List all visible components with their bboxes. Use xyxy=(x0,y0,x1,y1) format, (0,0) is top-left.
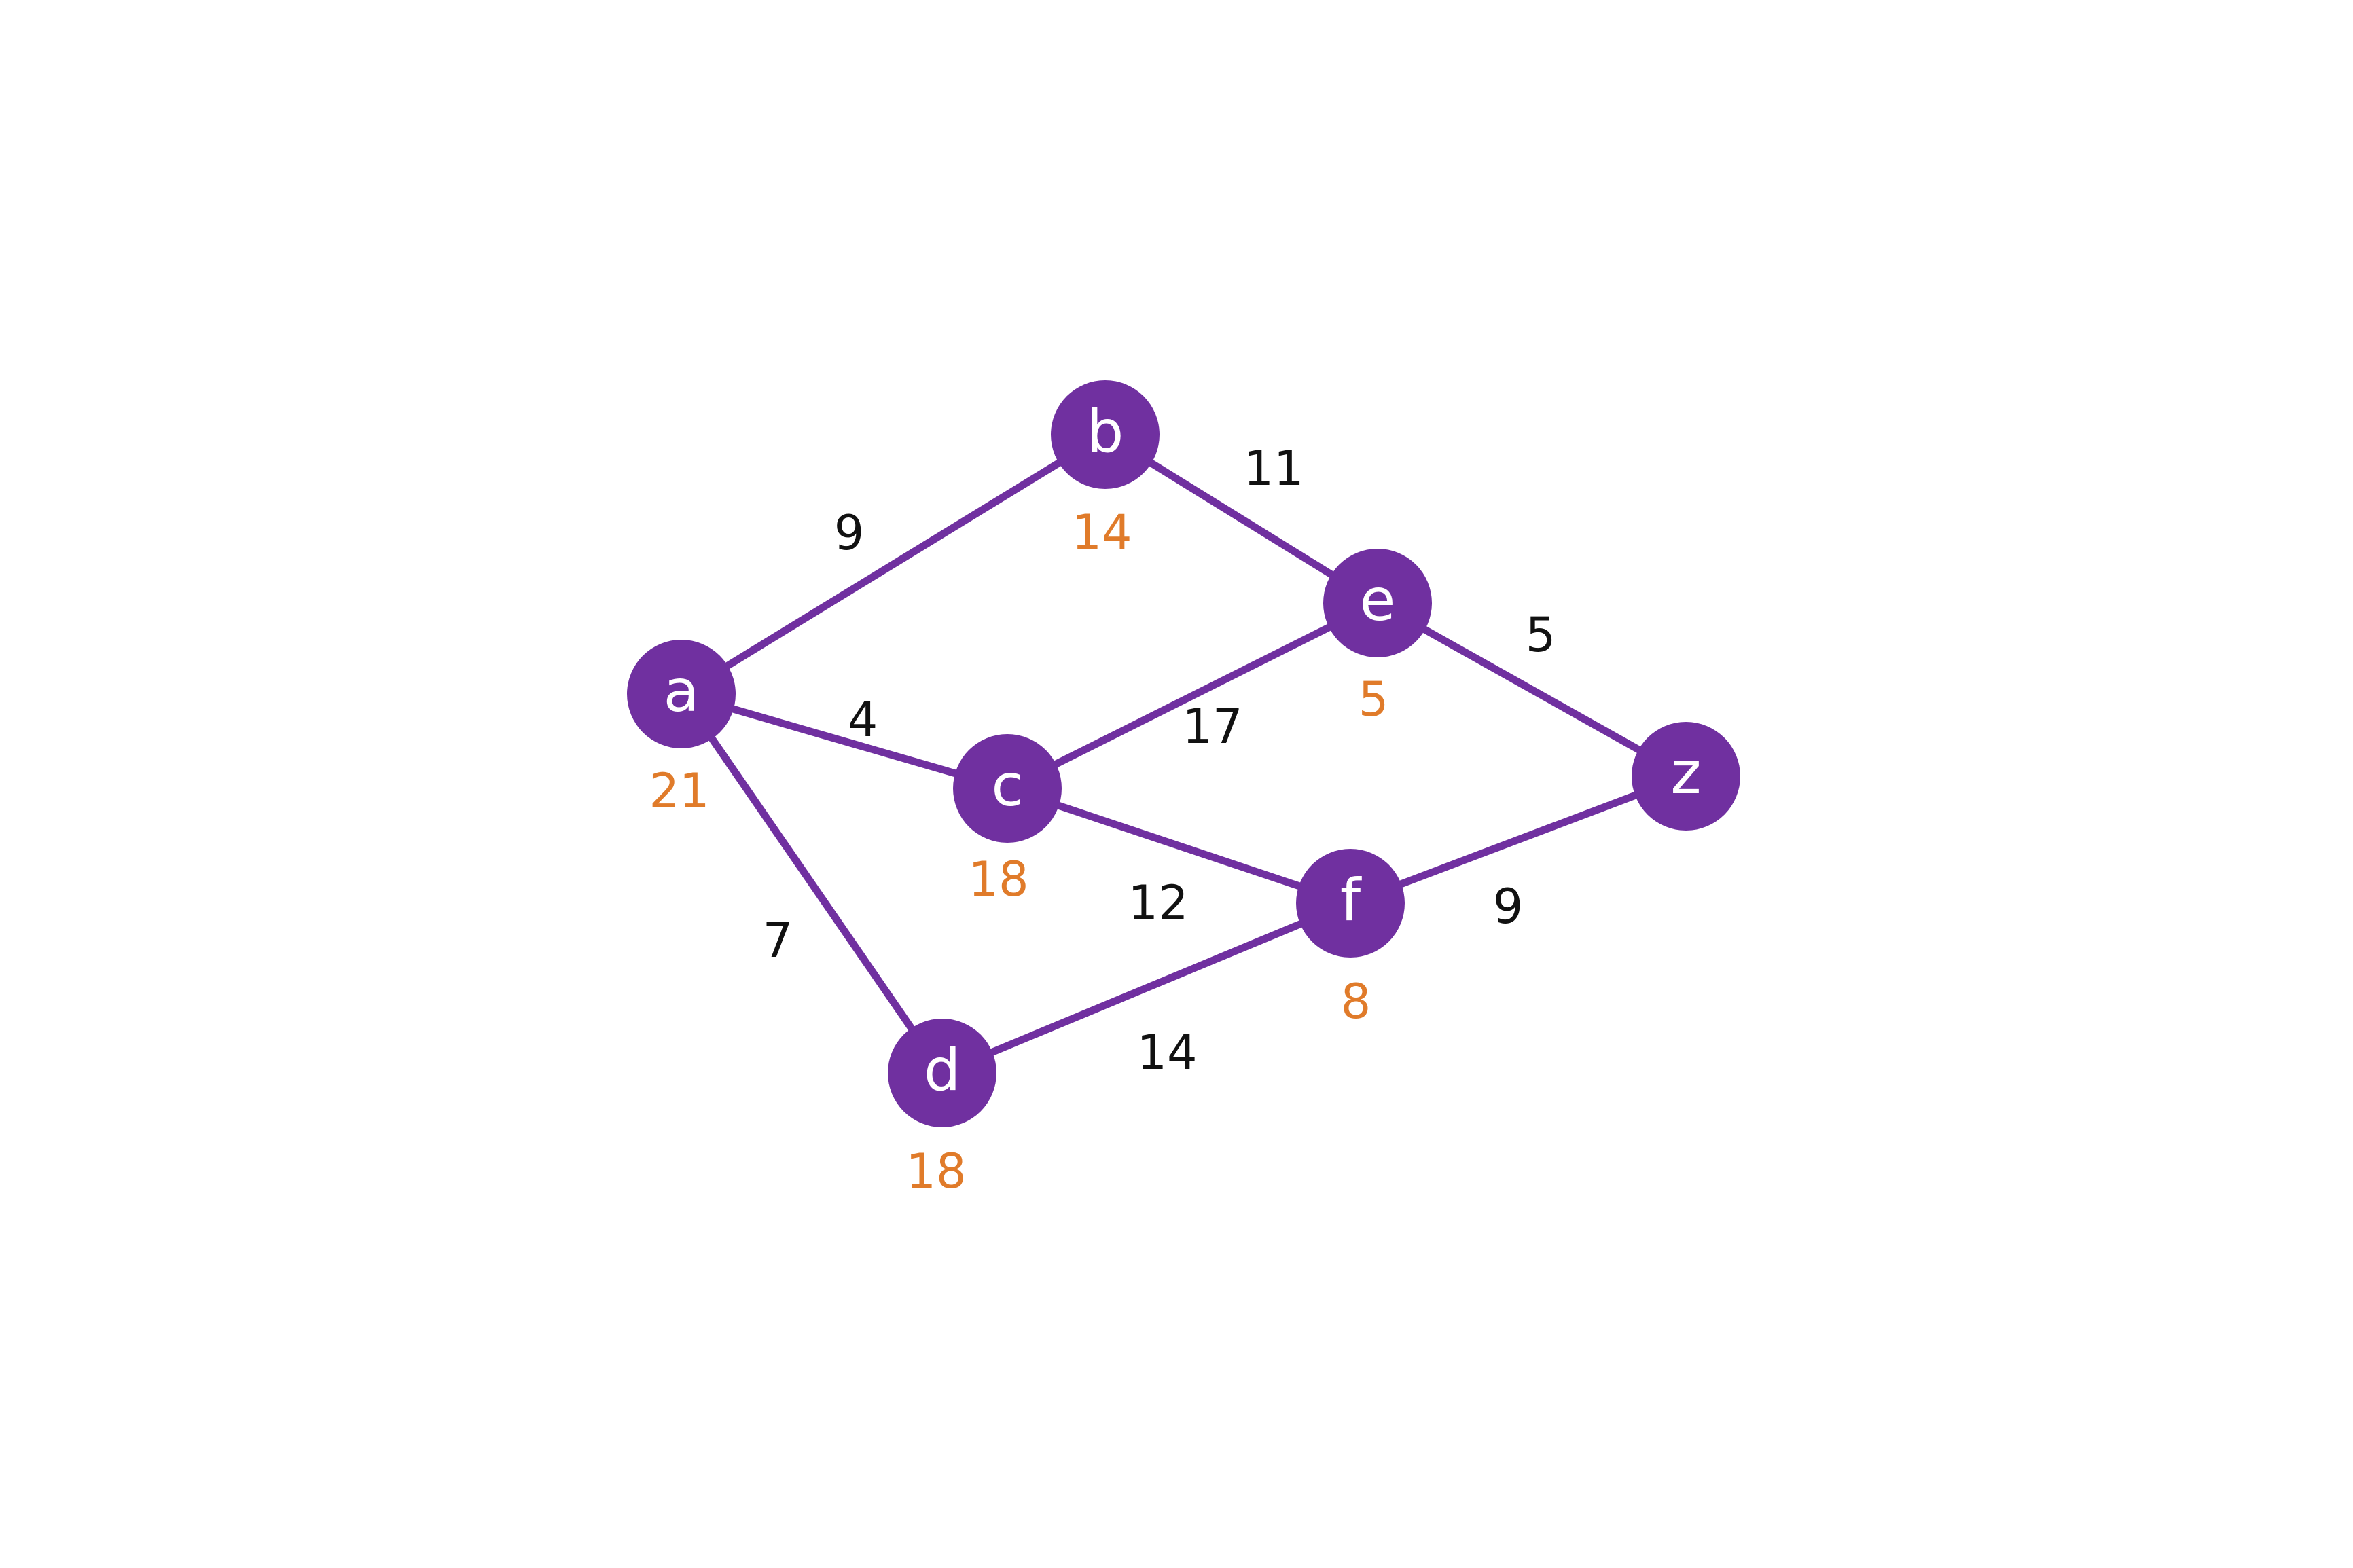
node-b: b xyxy=(1051,380,1160,489)
edge-e-z xyxy=(1373,599,1690,780)
edge-weight-d-f: 14 xyxy=(1136,1025,1197,1080)
node-label-a: a xyxy=(664,657,700,725)
edge-weight-f-z: 9 xyxy=(1493,879,1524,934)
edge-weight-a-b: 9 xyxy=(834,505,865,561)
edge-a-c xyxy=(677,690,1011,792)
edge-weight-c-f: 12 xyxy=(1128,875,1188,931)
edge-weight-a-d: 7 xyxy=(763,913,793,968)
node-label-c: c xyxy=(991,752,1023,820)
node-circle-d xyxy=(888,1019,996,1127)
edge-a-d xyxy=(677,690,946,1077)
node-d: d xyxy=(888,1019,996,1127)
node-heuristic-a: 21 xyxy=(649,763,709,819)
node-circle-f xyxy=(1296,849,1405,958)
edge-a-b xyxy=(677,431,1109,698)
edge-weight-c-e: 17 xyxy=(1182,699,1242,754)
edge-weight-e-z: 5 xyxy=(1526,607,1556,663)
edge-c-f xyxy=(1003,784,1354,907)
node-circle-b xyxy=(1051,380,1160,489)
node-c: c xyxy=(953,734,1062,843)
node-circle-a xyxy=(627,640,736,748)
node-heuristic-f: 8 xyxy=(1341,974,1371,1029)
node-circle-c xyxy=(953,734,1062,843)
node-heuristic-b: 14 xyxy=(1071,505,1132,560)
node-heuristic-e: 5 xyxy=(1359,672,1389,727)
edge-weights-layer: 9 4 7 11 17 12 14 5 9 xyxy=(763,441,1556,1080)
node-heuristic-d: 18 xyxy=(905,1144,966,1199)
nodes-layer: a b c d e f z xyxy=(627,380,1740,1127)
node-label-f: f xyxy=(1340,867,1362,934)
node-f: f xyxy=(1296,849,1405,958)
edge-c-e xyxy=(1003,599,1382,792)
node-circle-z xyxy=(1632,722,1740,831)
node-label-d: d xyxy=(924,1036,961,1104)
edge-d-f xyxy=(938,899,1354,1077)
heuristics-layer: 21 14 18 18 5 8 xyxy=(649,505,1388,1199)
node-label-b: b xyxy=(1087,398,1124,466)
edges-layer xyxy=(677,431,1690,1077)
node-heuristic-c: 18 xyxy=(968,852,1028,907)
node-circle-e xyxy=(1323,549,1432,657)
edge-weight-b-e: 11 xyxy=(1243,441,1304,496)
node-e: e xyxy=(1323,549,1432,657)
edge-weight-a-c: 4 xyxy=(848,692,878,748)
node-z: z xyxy=(1632,722,1740,831)
node-a: a xyxy=(627,640,736,748)
node-label-z: z xyxy=(1670,740,1701,807)
edge-f-z xyxy=(1346,772,1690,907)
node-label-e: e xyxy=(1360,566,1396,634)
